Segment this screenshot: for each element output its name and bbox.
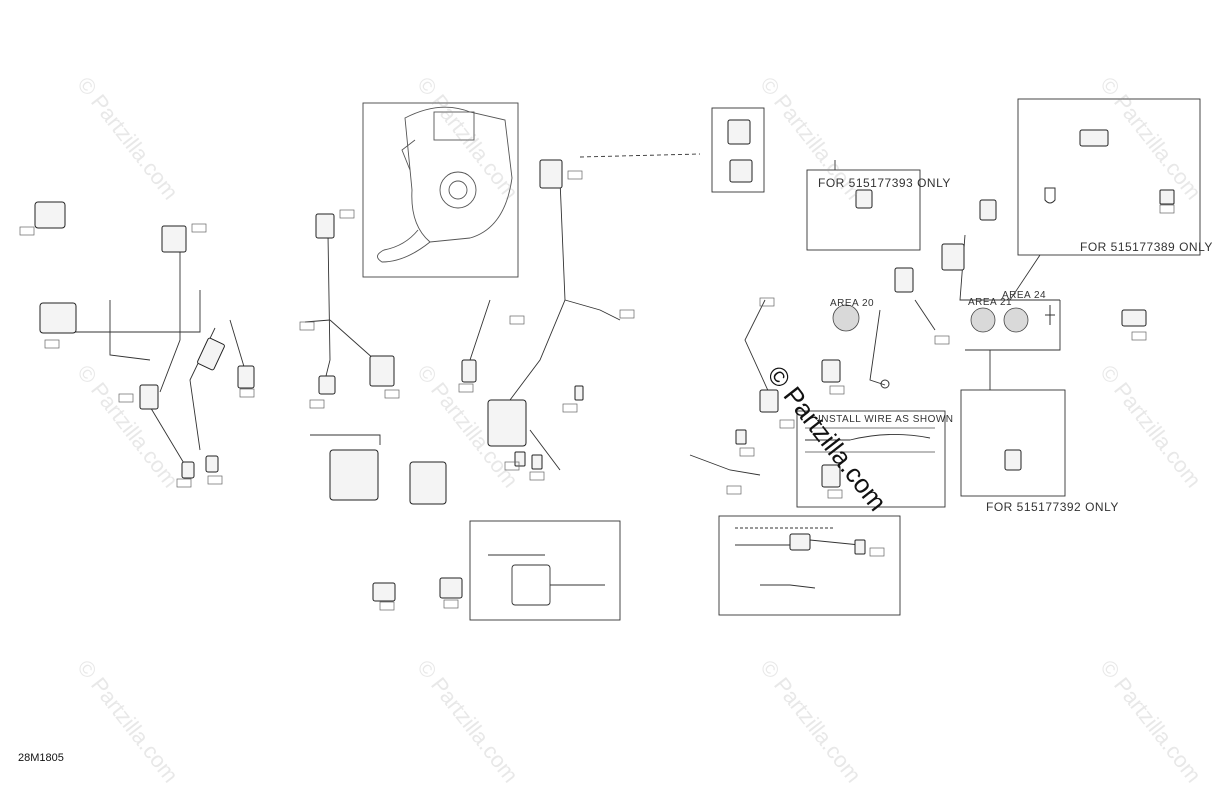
connector-left-large <box>34 201 66 229</box>
connector-right-5 <box>759 389 779 413</box>
wire-right-1 <box>744 299 771 396</box>
install-wire-box <box>796 410 946 508</box>
engine-housing <box>377 106 513 263</box>
connector-left-small-1 <box>237 365 255 389</box>
connector-option-3 <box>1004 449 1022 471</box>
bulb-icon-1 <box>1044 187 1056 204</box>
connector-lower-left-2 <box>439 577 463 599</box>
wire-center-1 <box>324 234 331 381</box>
area-grommet-1 <box>832 304 860 332</box>
ground-terminal <box>880 379 890 389</box>
connector-right-1 <box>894 267 914 293</box>
wire-main-branch-2 <box>469 299 491 361</box>
connector-left-mid <box>139 384 159 410</box>
wire-center-2 <box>329 319 376 361</box>
wire-main-branch-1 <box>564 299 621 321</box>
bulb-icon-2 <box>1045 305 1055 325</box>
connector-center-top <box>315 213 335 239</box>
connector-main-small <box>461 359 477 383</box>
fuse-block <box>329 449 379 501</box>
connector-lower-right-1 <box>789 533 811 551</box>
connector-main-wire-end <box>574 385 584 401</box>
wire-center-4 <box>310 434 381 445</box>
fuse-block-cover <box>409 461 447 505</box>
option-box-1 <box>806 169 921 251</box>
lower-center-detail-box <box>469 520 621 621</box>
page-code: 28M1805 <box>18 752 64 764</box>
connector-center-b <box>369 355 395 387</box>
note-option-1: FOR 515177393 ONLY <box>818 176 951 190</box>
note-option-2: FOR 515177389 ONLY <box>1080 240 1213 254</box>
lower-right-wire-2 <box>760 584 816 589</box>
connector-center-a <box>318 375 336 395</box>
note-option-3: FOR 515177392 ONLY <box>986 500 1119 514</box>
connector-right-6 <box>735 429 747 445</box>
connector-upper-box-1 <box>727 119 751 145</box>
wire-left-3 <box>109 300 151 361</box>
area-grommet-2 <box>970 307 996 333</box>
upper-connector-box <box>711 107 765 193</box>
connector-right-3 <box>979 199 997 221</box>
option-box-2 <box>1017 98 1201 256</box>
connector-upper-box-2 <box>729 159 753 183</box>
wire-right-2 <box>869 309 886 386</box>
area-label-2: AREA 21 <box>968 297 1013 308</box>
connector-far-right <box>1121 309 1147 327</box>
wire-left-1 <box>42 290 201 333</box>
connector-right-7 <box>821 464 841 488</box>
connector-left-main <box>39 302 77 334</box>
connector-lower-left-1 <box>372 582 396 602</box>
area-label-3: AREA 24 <box>1002 290 1047 301</box>
wire-main-dashed <box>579 153 701 158</box>
connector-option-1 <box>855 189 873 209</box>
connector-left-top <box>161 225 187 253</box>
connector-main-top <box>539 159 563 189</box>
connector-left-small-2 <box>181 461 195 479</box>
module-connector <box>511 564 551 606</box>
connector-right-2 <box>941 243 965 271</box>
wire-right-5 <box>965 300 1061 351</box>
note-install-wire: INSTALL WIRE AS SHOWN <box>818 414 954 425</box>
install-wire-cable <box>805 434 931 441</box>
lower-right-detail-box <box>718 515 901 616</box>
area-grommet-3 <box>1003 307 1029 333</box>
wire-right-9 <box>1009 254 1041 301</box>
option-box-3 <box>960 389 1066 497</box>
connector-option-2a <box>1079 129 1109 147</box>
connector-main-low-1 <box>514 451 526 467</box>
connector-main-low-2 <box>531 454 543 470</box>
connector-right-4 <box>821 359 841 383</box>
wire-main-trunk <box>509 179 566 401</box>
connector-left-small-3 <box>205 455 219 473</box>
connector-left-sensor <box>197 337 225 371</box>
engine-detail-box <box>362 102 519 278</box>
wire-right-3 <box>914 299 936 331</box>
wire-left-2 <box>159 250 181 393</box>
relay-fuse-box <box>487 399 527 447</box>
wire-main-branch-3 <box>529 429 561 471</box>
connector-lower-right-2 <box>854 539 866 555</box>
wire-right-7 <box>689 454 761 476</box>
area-label-1: AREA 20 <box>830 298 875 309</box>
connector-option-2b <box>1159 189 1175 205</box>
wire-left-5 <box>229 319 246 371</box>
wiring-harness-diagram <box>19 98 1201 621</box>
